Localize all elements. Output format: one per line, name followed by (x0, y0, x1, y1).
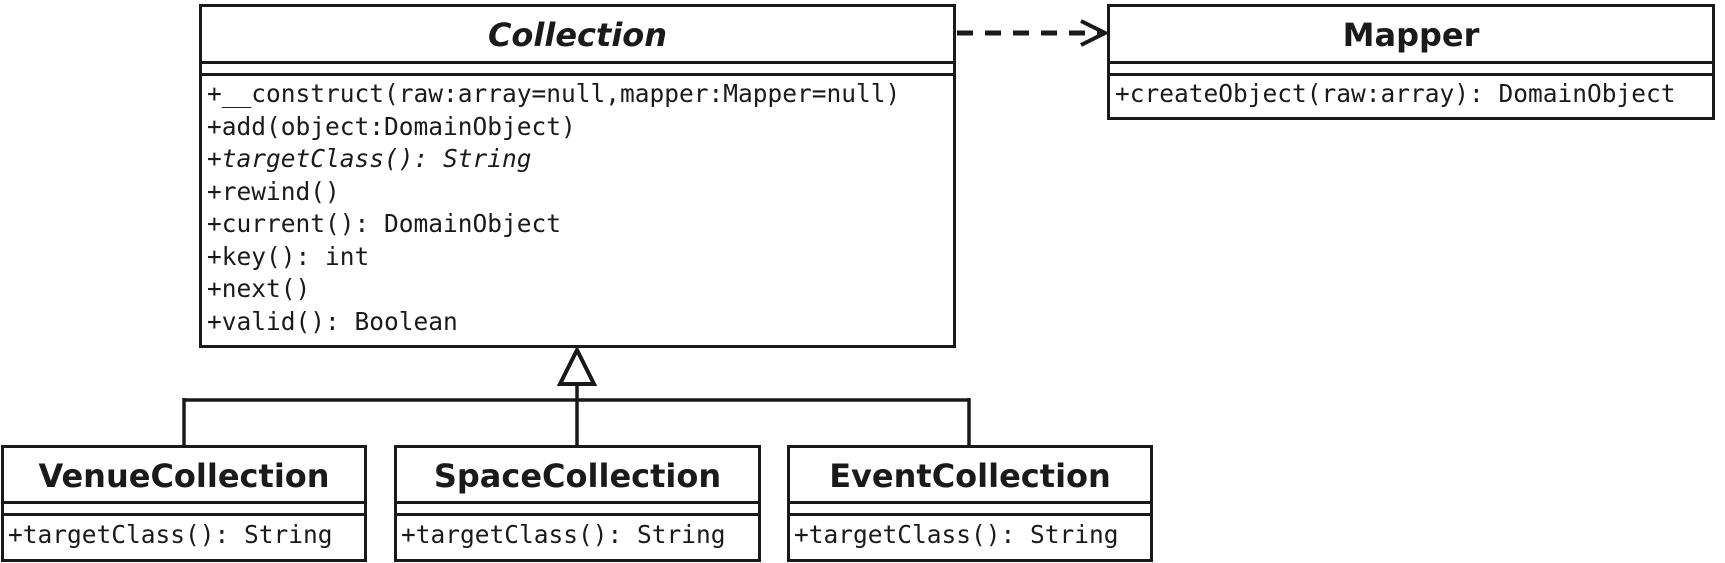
class-name: VenueCollection (4, 448, 364, 504)
operation-target-class: +targetClass(): String (794, 520, 1119, 549)
attributes-compartment (397, 504, 758, 516)
generalization-triangle-arrowhead (556, 345, 598, 386)
operation-construct: +__construct(raw:array=null,mapper:Mappe… (207, 79, 901, 108)
operations-compartment: +targetClass(): String (4, 516, 364, 552)
class-name: Mapper (1110, 7, 1712, 64)
operation-next: +next() (207, 274, 311, 303)
attributes-compartment (1110, 64, 1712, 76)
operations-compartment: +targetClass(): String (397, 516, 758, 552)
attributes-compartment (4, 504, 364, 516)
space-collection-class-box: SpaceCollection +targetClass(): String (394, 445, 761, 562)
operation-target-class: +targetClass(): String (8, 520, 333, 549)
operation-valid: +valid(): Boolean (207, 306, 458, 336)
venue-collection-class-box: VenueCollection +targetClass(): String (1, 445, 367, 562)
operation-target-class: +targetClass(): String (207, 144, 532, 173)
dependency-open-arrowhead (1080, 19, 1110, 47)
operation-target-class: +targetClass(): String (401, 520, 726, 549)
attributes-compartment (790, 504, 1150, 516)
operations-compartment: +__construct(raw:array=null,mapper:Mappe… (202, 76, 953, 338)
collection-class-box: Collection +__construct(raw:array=null,m… (199, 4, 956, 348)
class-name: SpaceCollection (397, 448, 758, 504)
operation-key: +key(): int (207, 241, 370, 271)
event-collection-class-box: EventCollection +targetClass(): String (787, 445, 1153, 562)
operation-current: +current(): DomainObject (207, 209, 562, 238)
operation-add: +add(object:DomainObject) (207, 111, 576, 141)
mapper-class-box: Mapper +createObject(raw:array): DomainO… (1107, 4, 1715, 120)
operation-rewind: +rewind() (207, 176, 340, 206)
attributes-compartment (202, 64, 953, 76)
class-name: Collection (202, 7, 953, 64)
operations-compartment: +createObject(raw:array): DomainObject (1110, 76, 1712, 111)
operation-create-object: +createObject(raw:array): DomainObject (1115, 79, 1676, 108)
class-name: EventCollection (790, 448, 1150, 504)
operations-compartment: +targetClass(): String (790, 516, 1150, 552)
